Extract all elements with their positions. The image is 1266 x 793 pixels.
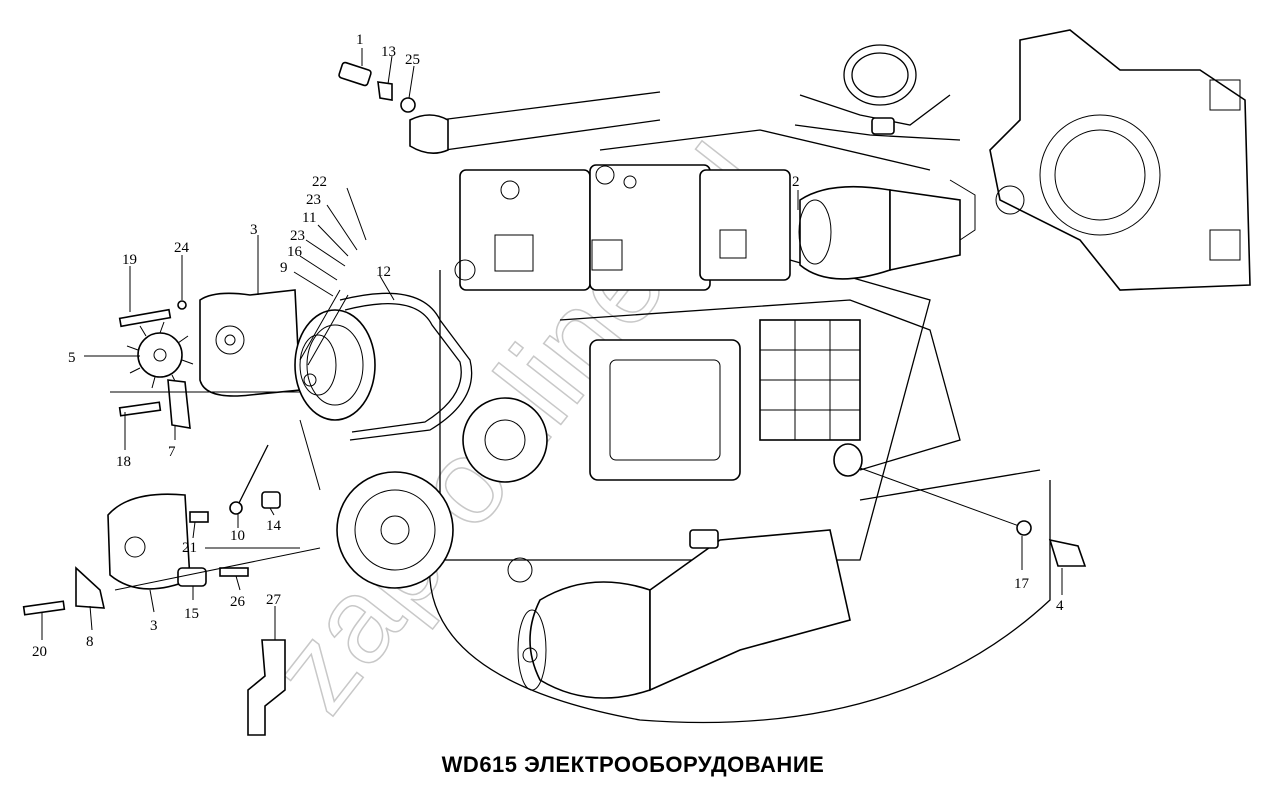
callout-17: 17 (1014, 576, 1030, 592)
callout-9: 9 (280, 260, 288, 276)
diagram-title: WD615 ЭЛЕКТРООБОРУДОВАНИЕ (441, 752, 825, 777)
sensor-item-4 (833, 443, 1087, 567)
engine-block (336, 91, 1051, 724)
callout-labels: 1 13 25 22 23 11 23 16 9 12 3 19 24 5 18… (32, 32, 1064, 660)
callout-25: 25 (405, 52, 420, 68)
callout-11: 11 (302, 210, 316, 226)
callout-7: 7 (168, 444, 176, 460)
starter-motor-upper (798, 179, 976, 280)
callout-12: 12 (376, 264, 391, 280)
callout-2: 2 (792, 174, 800, 190)
callout-22: 22 (312, 174, 327, 190)
callout-24: 24 (174, 240, 190, 256)
callout-4: 4 (1056, 598, 1064, 614)
leader-lines (41, 48, 1063, 640)
callout-16: 16 (287, 244, 303, 260)
alternator-upper (199, 289, 473, 441)
callout-14: 14 (266, 518, 282, 534)
callout-13: 13 (381, 44, 396, 60)
callout-3-lower: 3 (150, 618, 158, 634)
starter-motor-lower (517, 529, 851, 699)
callout-8: 8 (86, 634, 94, 650)
callout-27: 27 (266, 592, 282, 608)
callout-26: 26 (230, 594, 246, 610)
sensor-item-1 (338, 61, 449, 154)
callout-5: 5 (68, 350, 76, 366)
callout-3-upper: 3 (250, 222, 258, 238)
callout-19: 19 (122, 252, 137, 268)
callout-20: 20 (32, 644, 47, 660)
callout-1: 1 (356, 32, 364, 48)
callout-15: 15 (184, 606, 199, 622)
battery-cables (794, 44, 961, 141)
alternator-lower (22, 444, 286, 736)
callout-10: 10 (230, 528, 245, 544)
callout-21: 21 (182, 540, 197, 556)
callout-18: 18 (116, 454, 131, 470)
fan-item-5 (126, 321, 194, 389)
flywheel-housing (989, 29, 1251, 291)
callout-23-top: 23 (306, 192, 321, 208)
callout-23: 23 (290, 228, 305, 244)
